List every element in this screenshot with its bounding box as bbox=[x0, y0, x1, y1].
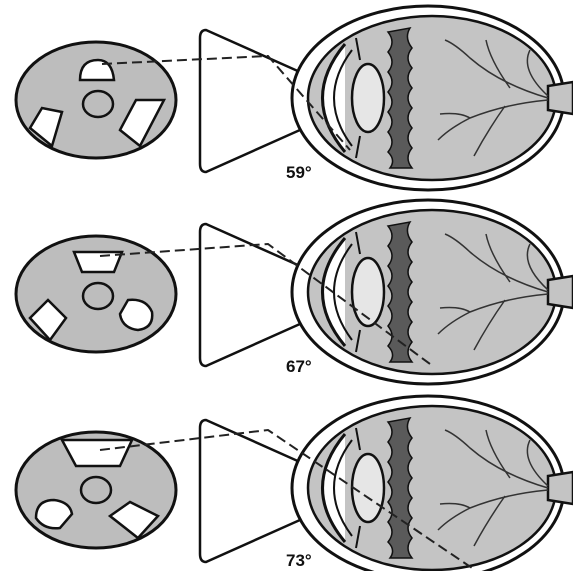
angle-label: 59° bbox=[286, 163, 312, 182]
eye bbox=[292, 200, 573, 384]
panel-3: 73° bbox=[16, 396, 573, 571]
panel-1: 59° bbox=[16, 6, 573, 190]
target-disc bbox=[16, 42, 176, 158]
projection-window bbox=[200, 30, 300, 172]
right-aperture bbox=[120, 300, 152, 330]
top-aperture bbox=[62, 440, 132, 466]
eye bbox=[292, 6, 573, 190]
eye bbox=[292, 396, 573, 571]
angle-label: 73° bbox=[286, 551, 312, 570]
panel-2: 67° bbox=[16, 200, 573, 384]
center-spot bbox=[83, 91, 113, 117]
angle-label: 67° bbox=[286, 357, 312, 376]
target-disc bbox=[16, 432, 176, 548]
center-spot bbox=[83, 283, 113, 309]
center-spot bbox=[81, 477, 111, 503]
target-disc bbox=[16, 236, 176, 352]
top-aperture bbox=[74, 252, 122, 272]
